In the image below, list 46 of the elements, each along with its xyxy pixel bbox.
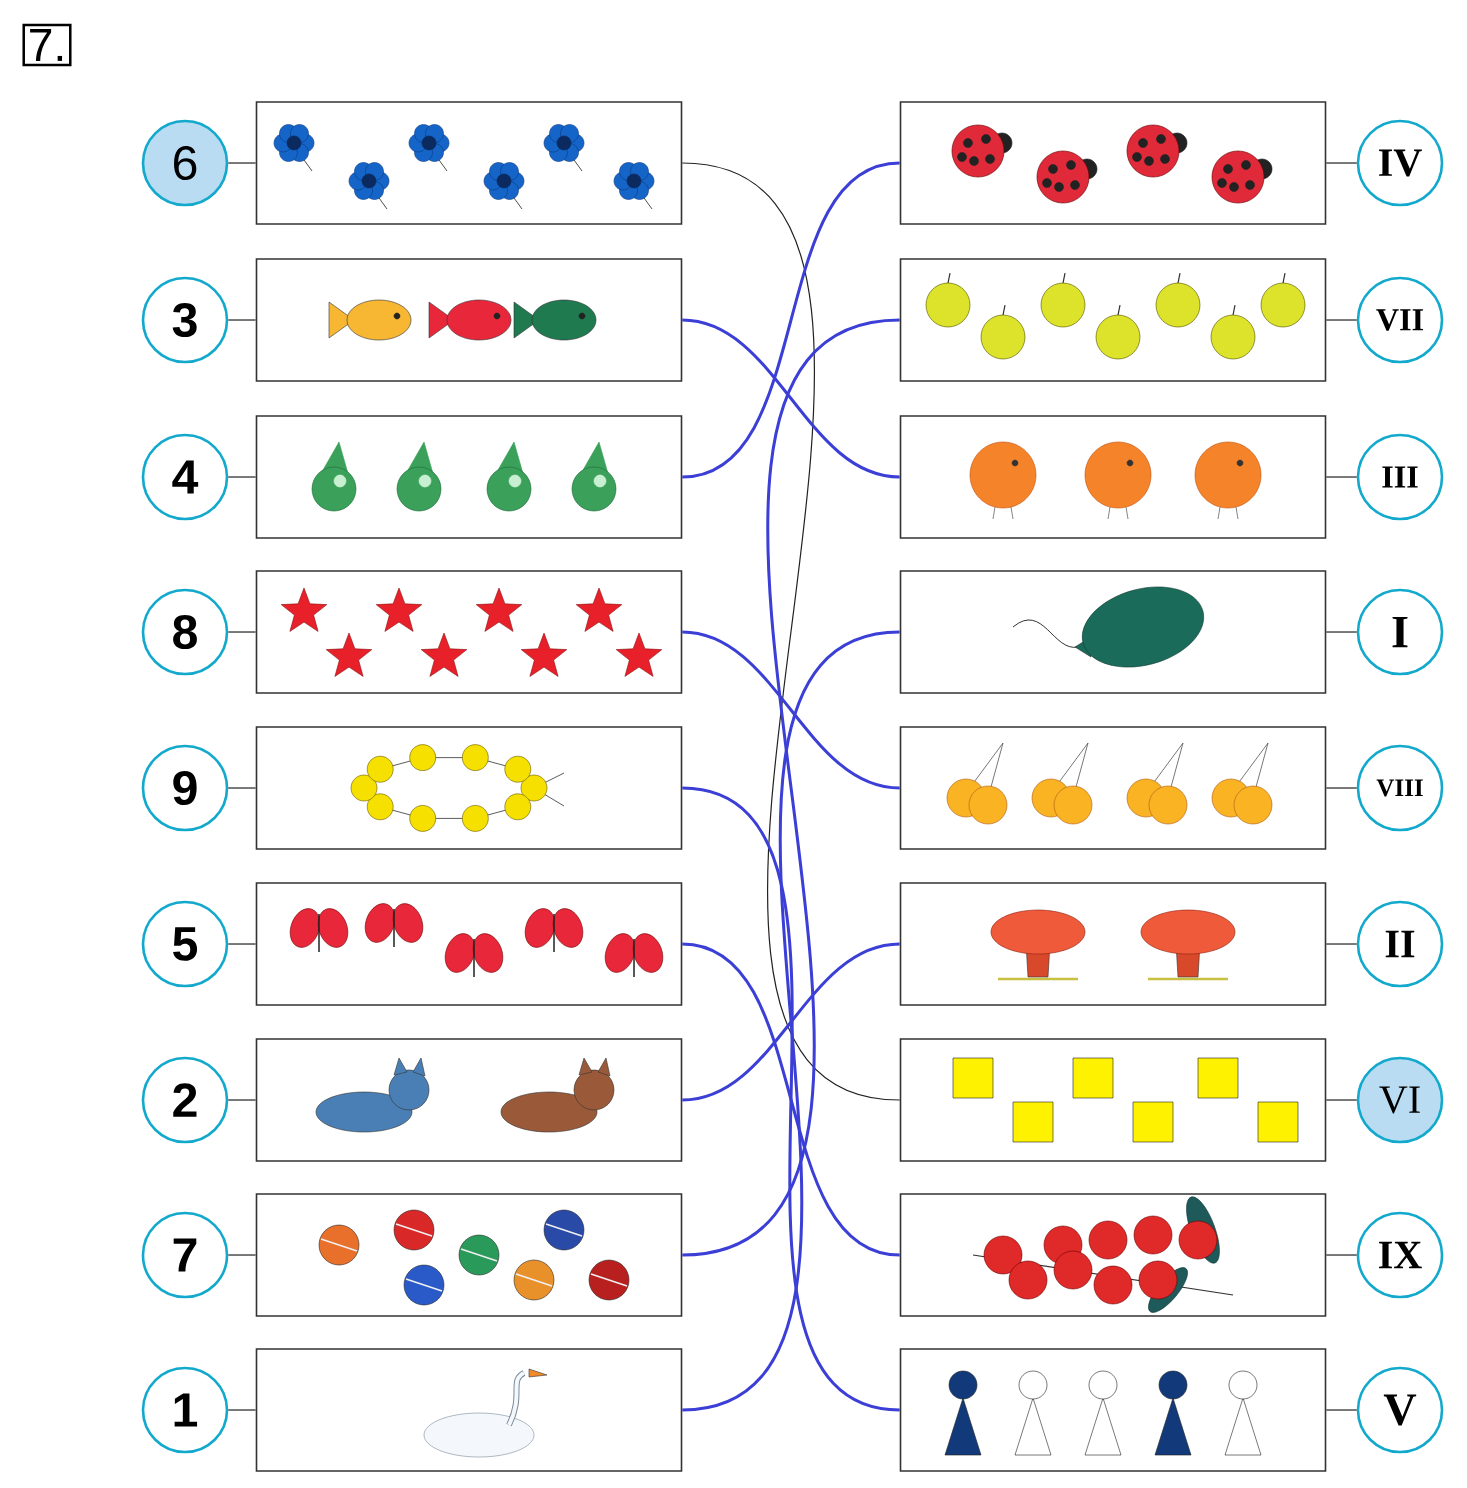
picture-box <box>255 415 683 539</box>
matching-line <box>681 162 901 1101</box>
picture-box <box>899 1038 1327 1162</box>
matching-line <box>682 318 900 479</box>
connector-line <box>227 162 257 164</box>
connector-line <box>227 787 257 789</box>
matching-line <box>682 630 900 790</box>
connector-line <box>1325 943 1358 945</box>
connector-line <box>227 476 257 478</box>
matching-line <box>682 942 900 1102</box>
connector-line <box>1325 631 1358 633</box>
matching-line <box>681 786 901 1412</box>
connector-line <box>1325 1099 1358 1101</box>
connector-line <box>1325 162 1358 164</box>
connector-line <box>1325 1409 1358 1411</box>
picture-box <box>899 1193 1327 1317</box>
picture-box <box>899 1348 1327 1472</box>
matching-line <box>682 942 900 1257</box>
connector-line <box>227 1409 257 1411</box>
connector-line <box>227 943 257 945</box>
picture-box <box>899 726 1327 850</box>
picture-box <box>255 101 683 225</box>
matching-line <box>682 161 900 479</box>
picture-box <box>255 882 683 1006</box>
matching-line <box>681 630 901 1412</box>
connector-line <box>1325 1254 1358 1256</box>
picture-box <box>899 101 1327 225</box>
connector-line <box>1325 787 1358 789</box>
picture-box <box>899 570 1327 694</box>
picture-box <box>899 882 1327 1006</box>
picture-box <box>255 726 683 850</box>
matching-line <box>681 318 901 1257</box>
connector-line <box>1325 476 1358 478</box>
connector-line <box>227 1254 257 1256</box>
picture-box <box>899 258 1327 382</box>
picture-box <box>255 1348 683 1472</box>
picture-box <box>255 258 683 382</box>
picture-box <box>899 415 1327 539</box>
connector-line <box>1325 319 1358 321</box>
picture-box <box>255 1038 683 1162</box>
connector-line <box>227 631 257 633</box>
connector-line <box>227 1099 257 1101</box>
connector-line <box>227 319 257 321</box>
exercise-number: 7. <box>22 23 72 67</box>
picture-box <box>255 1193 683 1317</box>
picture-box <box>255 570 683 694</box>
